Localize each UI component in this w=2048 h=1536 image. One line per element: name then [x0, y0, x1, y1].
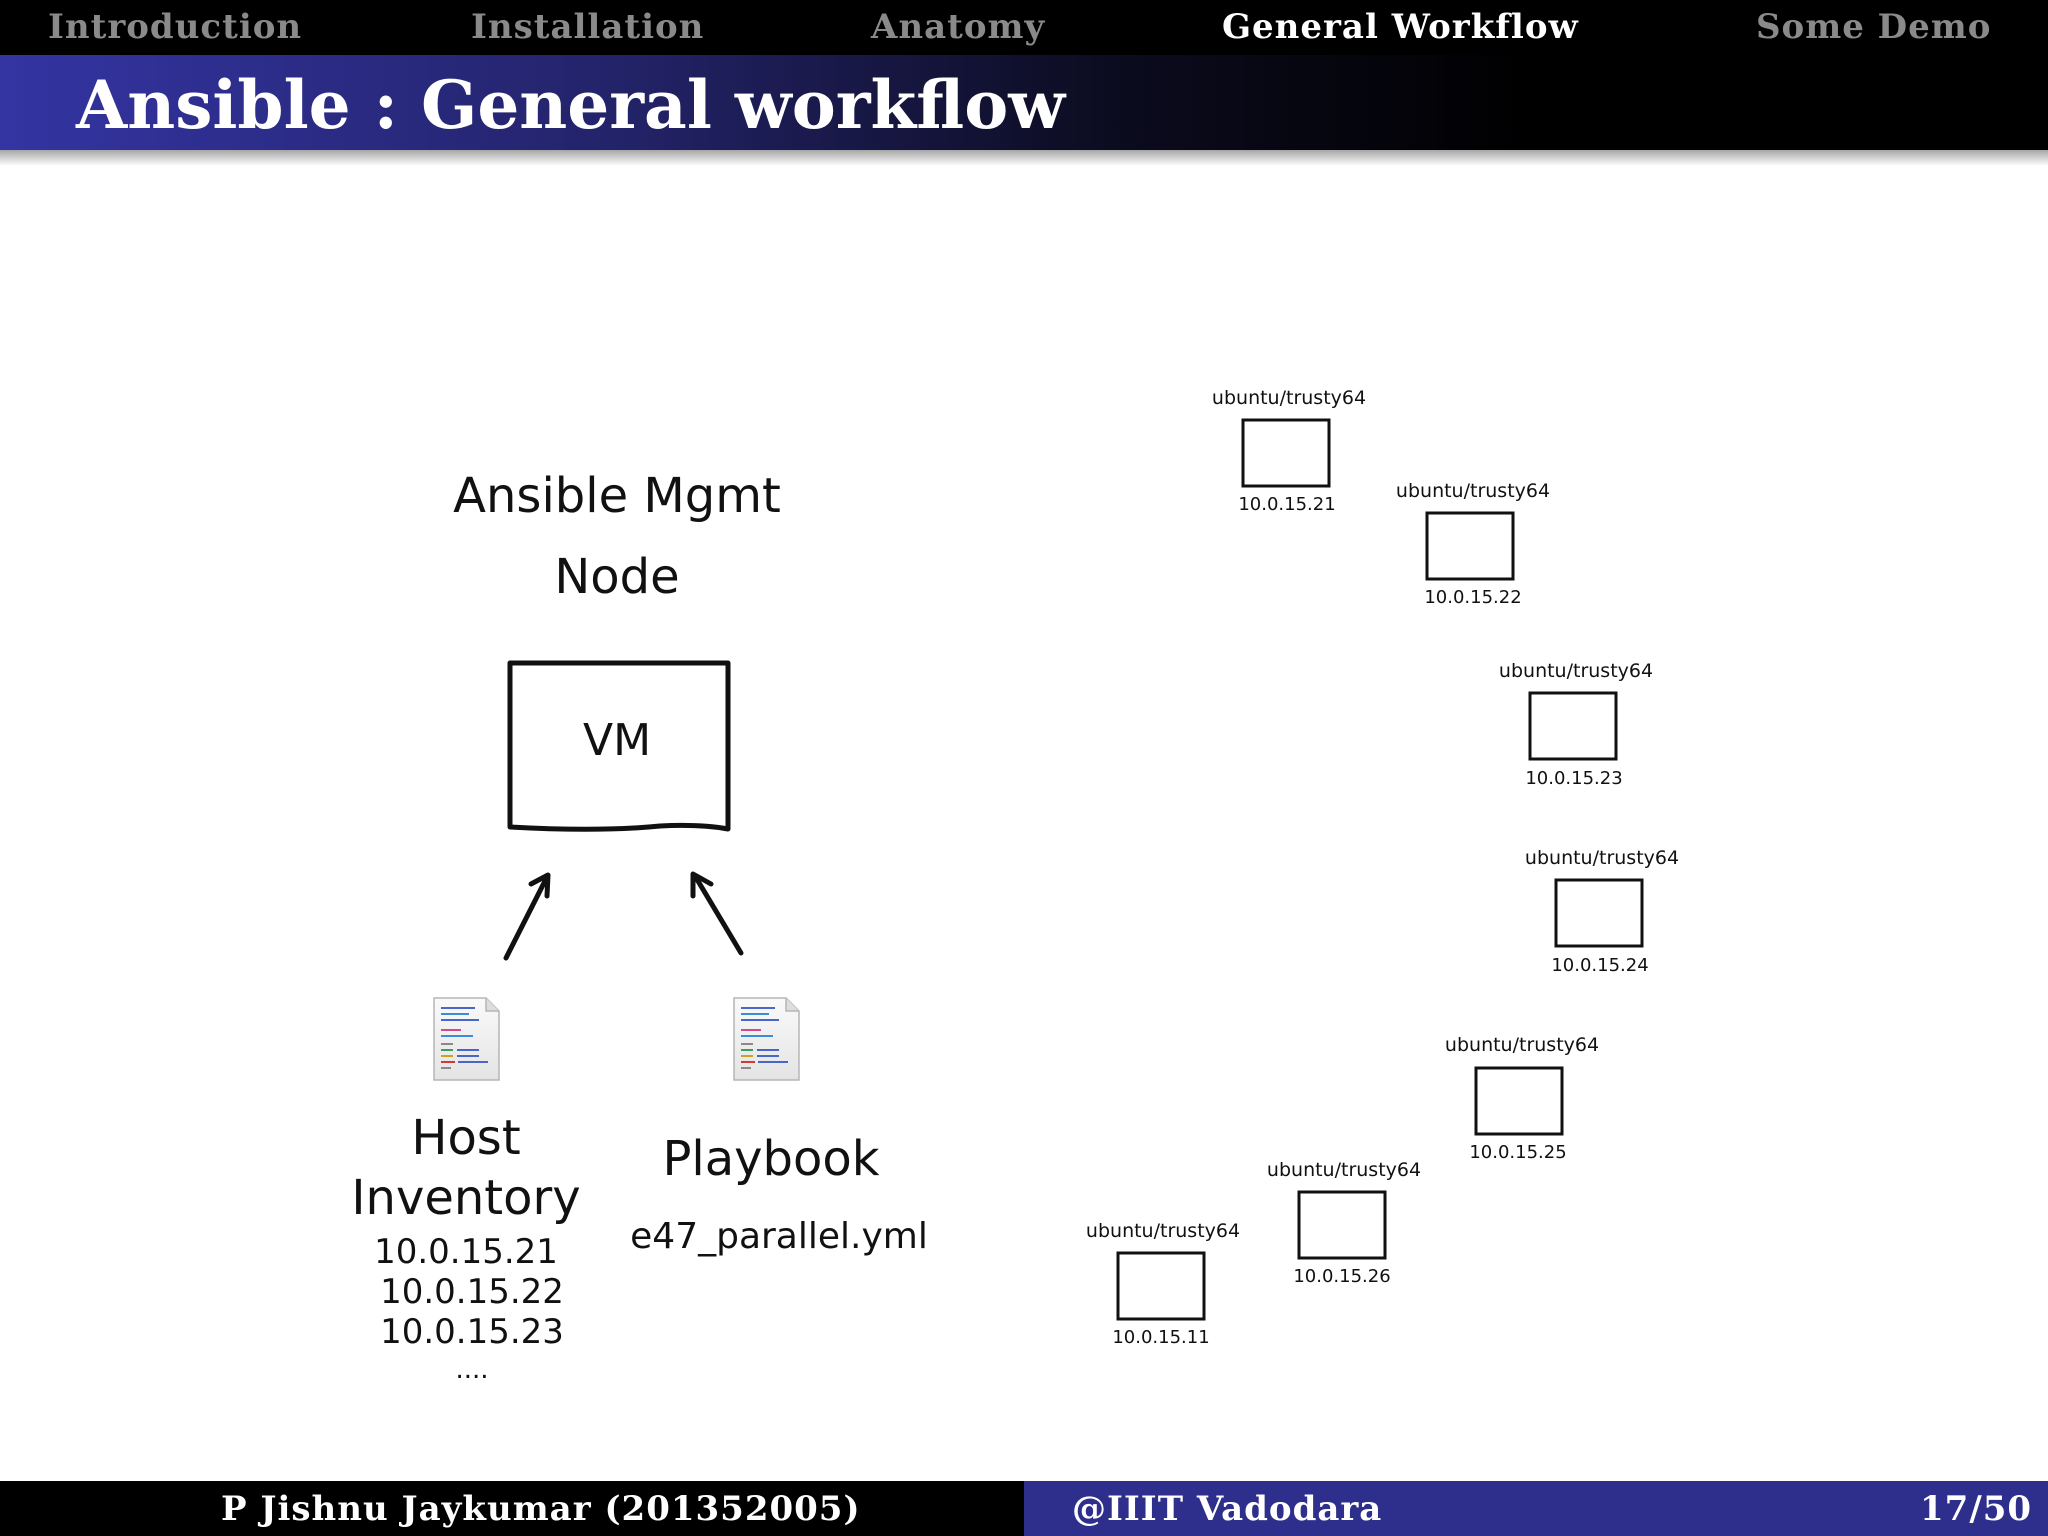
document-icon — [433, 997, 500, 1081]
host-node-7: ubuntu/trusty64 10.0.15.11 — [1086, 1220, 1240, 1348]
nav-item-some-demo[interactable]: Some Demo — [1756, 7, 1992, 47]
host-inventory-label-line2: Inventory — [351, 1170, 580, 1226]
playbook-filename: e47_parallel.yml — [630, 1216, 928, 1257]
host-ip-label: 10.0.15.24 — [1551, 955, 1648, 976]
host-inventory-entry: 10.0.15.21 — [374, 1232, 558, 1272]
vm-box — [507, 660, 731, 832]
footer-left: P Jishnu Jaykumar (201352005) — [0, 1481, 1024, 1536]
host-image-label: ubuntu/trusty64 — [1396, 480, 1550, 502]
playbook-doc: Playbook e47_parallel.yml — [630, 997, 928, 1257]
frame-title: Ansible : General workflow — [76, 66, 1066, 144]
host-inventory-entry: 10.0.15.22 — [380, 1272, 564, 1312]
host-image-label: ubuntu/trusty64 — [1499, 660, 1653, 682]
frame-title-bar: Ansible : General workflow — [0, 55, 2048, 150]
host-inventory-label-line1: Host — [411, 1110, 520, 1166]
host-image-label: ubuntu/trusty64 — [1086, 1220, 1240, 1242]
nav-item-installation[interactable]: Installation — [471, 7, 705, 47]
host-inventory-doc: Host Inventory 10.0.15.21 10.0.15.22 10.… — [351, 997, 581, 1385]
arrow-playbook-to-vm — [690, 871, 744, 956]
host-ip-label: 10.0.15.21 — [1238, 494, 1335, 515]
footer-author: P Jishnu Jaykumar (201352005) — [221, 1489, 861, 1529]
host-image-label: ubuntu/trusty64 — [1267, 1159, 1421, 1181]
footer-right: @IIIT Vadodara 17/50 — [1024, 1481, 2048, 1536]
mgmt-node: Ansible Mgmt Node VM — [453, 468, 781, 832]
host-image-label: ubuntu/trusty64 — [1445, 1034, 1599, 1056]
host-ip-label: 10.0.15.22 — [1424, 587, 1521, 608]
arrow-inventory-to-vm — [503, 872, 551, 961]
playbook-label: Playbook — [662, 1131, 879, 1187]
footer-institute: @IIIT Vadodara — [1072, 1489, 1383, 1529]
footer: P Jishnu Jaykumar (201352005) @IIIT Vado… — [0, 1481, 2048, 1536]
host-inventory-entry: .... — [455, 1355, 488, 1385]
host-node-2: ubuntu/trusty64 10.0.15.22 — [1396, 480, 1550, 608]
host-image-label: ubuntu/trusty64 — [1525, 847, 1679, 869]
mgmt-node-label-line1: Ansible Mgmt — [453, 468, 781, 524]
mgmt-node-label-line2: Node — [554, 549, 679, 605]
host-node-4: ubuntu/trusty64 10.0.15.24 — [1525, 847, 1679, 976]
vm-label: VM — [583, 715, 651, 766]
host-inventory-entry: 10.0.15.23 — [380, 1312, 564, 1352]
host-ip-label: 10.0.15.26 — [1293, 1266, 1390, 1287]
host-image-label: ubuntu/trusty64 — [1212, 387, 1366, 409]
nav-item-introduction[interactable]: Introduction — [48, 7, 303, 47]
section-navbar: Introduction Installation Anatomy Genera… — [0, 0, 2048, 55]
host-node-5: ubuntu/trusty64 10.0.15.25 — [1445, 1034, 1599, 1163]
nav-item-anatomy[interactable]: Anatomy — [871, 7, 1046, 47]
host-ip-label: 10.0.15.11 — [1112, 1327, 1209, 1348]
host-node-3: ubuntu/trusty64 10.0.15.23 — [1499, 660, 1653, 789]
document-icon — [733, 997, 800, 1081]
host-node-1: ubuntu/trusty64 10.0.15.21 — [1212, 387, 1366, 515]
nav-item-general-workflow[interactable]: General Workflow — [1222, 7, 1579, 47]
host-ip-label: 10.0.15.23 — [1525, 768, 1622, 789]
host-node-6: ubuntu/trusty64 10.0.15.26 — [1267, 1159, 1421, 1287]
host-ip-label: 10.0.15.25 — [1469, 1142, 1566, 1163]
footer-page-number: 17/50 — [1920, 1489, 2033, 1529]
title-shadow — [0, 150, 2048, 166]
